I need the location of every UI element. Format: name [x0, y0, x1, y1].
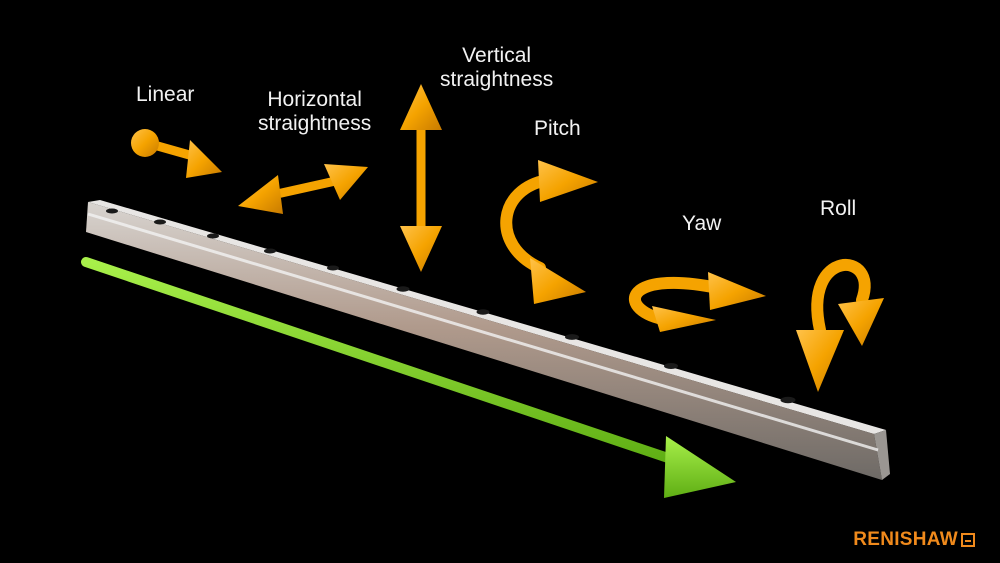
roll-arrow-icon: [796, 259, 884, 392]
label-vertical-line2: straightness: [440, 68, 554, 91]
label-vertical-straightness: Vertical straightness: [440, 44, 553, 92]
linear-arrow-icon: [131, 129, 222, 178]
renishaw-logo: RENISHAW: [853, 529, 975, 551]
vertical-straightness-arrow-icon: [400, 84, 442, 272]
rail-mounting-holes: [106, 208, 796, 404]
label-linear: Linear: [136, 83, 195, 106]
rail-top-edge: [88, 200, 886, 434]
label-vertical-line1: Vertical: [462, 44, 532, 67]
yaw-arrow-icon: [629, 272, 766, 332]
horizontal-straightness-arrow-icon: [238, 164, 368, 214]
travel-direction-arrow-icon: [81, 257, 736, 498]
linear-guide-rail: [86, 200, 890, 480]
label-pitch: Pitch: [534, 117, 581, 140]
label-roll: Roll: [820, 197, 857, 220]
pitch-arrow-icon: [500, 160, 598, 304]
rail-side-face: [86, 202, 882, 480]
label-yaw: Yaw: [682, 212, 722, 235]
logo-text: RENISHAW: [853, 529, 958, 550]
rail-end-face: [874, 430, 890, 480]
label-horizontal-line2: straightness: [258, 112, 372, 135]
label-horizontal-straightness: Horizontal straightness: [258, 88, 371, 136]
label-horizontal-line1: Horizontal: [267, 88, 362, 111]
logo-mark-icon: [961, 533, 975, 547]
rail-highlight: [87, 212, 879, 452]
